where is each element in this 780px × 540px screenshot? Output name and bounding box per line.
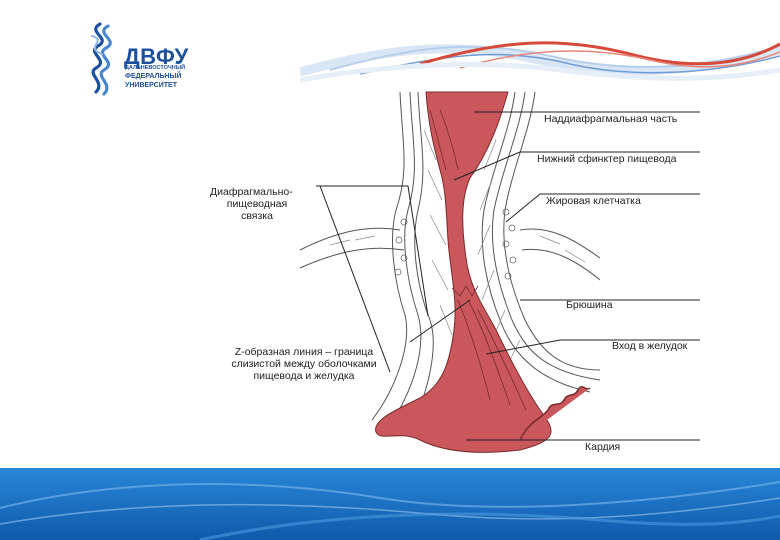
logo-title: ДВФУ — [124, 44, 189, 69]
label-ligament-1: Диафрагмально- — [210, 186, 293, 198]
mucosa-folds — [429, 109, 527, 411]
label-ligament-3: связка — [241, 210, 273, 222]
university-logo-icon — [91, 22, 112, 96]
footer-wave-band — [0, 468, 780, 540]
label-zline-3: пищевода и желудка — [253, 370, 355, 382]
label-ligament-2: пищеводная — [226, 198, 288, 210]
stomach-rugae — [519, 386, 591, 441]
label-supradiaphragmatic: Наддиафрагмальная часть — [544, 113, 678, 125]
logo-line-2: ФЕДЕРАЛЬНЫЙ — [125, 73, 182, 80]
logo-line-1: ДАЛЬНЕВОСТОЧНЫЙ — [125, 65, 186, 71]
mucosa-red — [375, 91, 552, 453]
esophagus-diagram — [299, 91, 700, 453]
logo-line-3: УНИВЕРСИТЕТ — [125, 82, 177, 89]
label-peritoneum: Брюшина — [566, 299, 613, 311]
tissue-layers — [299, 91, 601, 431]
label-cardia: Кардия — [585, 441, 621, 453]
label-zline-2: слизистой между оболочками — [231, 358, 377, 370]
label-zline-1: Z-образная линия – граница — [234, 346, 374, 358]
label-stomach-entrance: Вход в желудок — [612, 340, 688, 352]
label-lower-sphincter: Нижний сфинктер пищевода — [537, 153, 677, 165]
header-waves — [300, 41, 780, 83]
label-fat-tissue: Жировая клетчатка — [546, 195, 641, 207]
leader-lines — [316, 111, 700, 441]
